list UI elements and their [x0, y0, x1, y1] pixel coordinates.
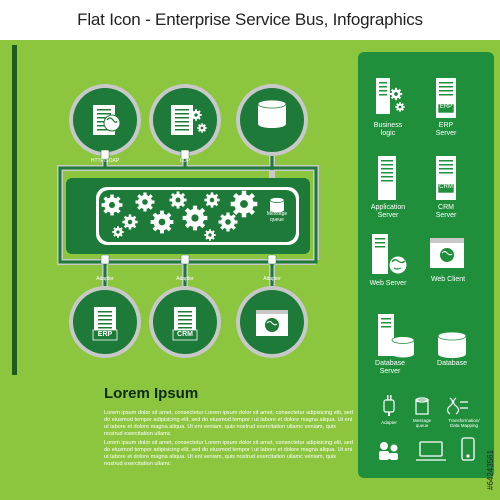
crm-server-icon	[436, 156, 456, 200]
page-title: Flat Icon - Enterprise Service Bus, Info…	[77, 10, 423, 29]
application-server-label: Application Server	[370, 204, 406, 219]
message-queue-small-label: Message queue	[412, 418, 432, 428]
title-bar: Flat Icon - Enterprise Service Bus, Info…	[0, 0, 500, 40]
web-client-label: Web Client	[430, 276, 466, 283]
application-server-icon	[378, 156, 396, 200]
message-queue-small-icon	[415, 397, 429, 415]
database-label: Database	[437, 360, 467, 367]
database-server-icon	[378, 314, 415, 358]
lorem-heading: Lorem Ipsum	[104, 385, 199, 402]
plug-icon	[100, 149, 277, 265]
paragraph-1: Lorem ipsum dolor sit amet, consectetur …	[104, 410, 354, 437]
transformation-icon	[446, 397, 468, 415]
erp-server-icon	[436, 78, 456, 118]
connector-label-http-soap: HTTP/SOAP	[90, 158, 120, 164]
database-icon	[437, 331, 467, 358]
node-web-client	[236, 286, 308, 358]
node-erp	[69, 286, 141, 358]
laptop-icon	[416, 441, 446, 461]
connector-label-iiop: IIOP	[179, 158, 190, 164]
left-accent-bar	[12, 45, 17, 375]
adapter-label-1: Adapter	[96, 276, 114, 282]
web-client-icon	[430, 238, 464, 268]
crm-node-label: CRM	[177, 331, 193, 338]
web-server-label: Web Server	[369, 280, 407, 287]
adapter-label-3: Adapter	[263, 276, 281, 282]
adapter-small-label: Adapter	[381, 420, 397, 425]
message-queue-label: Message queue	[266, 211, 288, 223]
database-server-label: Database Server	[375, 360, 405, 375]
erp-icon-text: ERP	[439, 104, 453, 110]
business-logic-icon	[376, 78, 405, 114]
business-logic-label: Business logic	[373, 122, 403, 137]
node-application-server	[149, 84, 221, 156]
node-business-logic	[69, 84, 141, 156]
esb-diagram	[57, 84, 319, 358]
node-crm	[149, 286, 221, 358]
legend-panel: Business logic ERP Server ERP Applicatio…	[358, 52, 494, 478]
stock-id: #64243561	[486, 449, 495, 490]
erp-node-label: ERP	[97, 331, 113, 338]
phone-icon	[461, 437, 475, 461]
message-queue-icon	[269, 197, 285, 213]
crm-icon-text: CRM	[439, 184, 453, 190]
users-icon	[379, 442, 398, 460]
crm-server-label: CRM Server	[435, 204, 457, 219]
legend-icons	[372, 78, 475, 461]
node-database	[236, 84, 308, 156]
transformation-label: Transformation/ Data Mapping	[448, 418, 480, 428]
web-server-icon	[372, 234, 408, 275]
adapter-label-2: Adapter	[176, 276, 194, 282]
adapter-icon	[383, 395, 395, 416]
erp-server-label: ERP Server	[435, 122, 457, 137]
paragraph-2: Lorem ipsum dolor sit amet, consectetur …	[104, 440, 354, 467]
